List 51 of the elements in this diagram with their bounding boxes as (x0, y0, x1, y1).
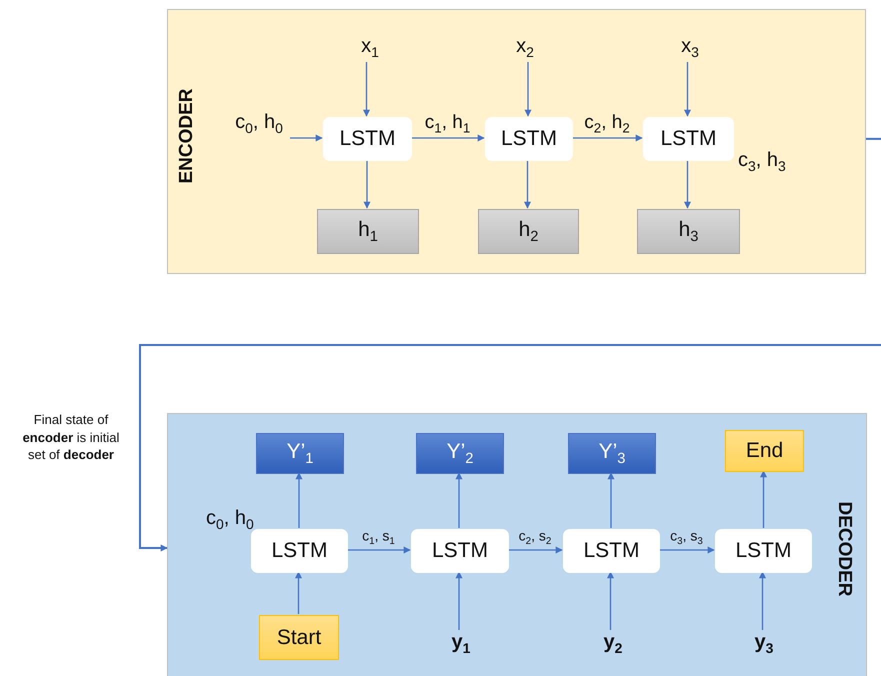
panel-heading: ENCODER (176, 88, 198, 184)
arrow (508, 546, 563, 554)
edge-label: c$_{2}$, h$_{2}$ (583, 112, 631, 135)
hidden-state-box: h$_{1}$ (317, 209, 419, 254)
input-label: y$_{2}$ (596, 631, 630, 665)
arrow (607, 571, 614, 630)
lstm-cell: LSTM (643, 117, 734, 161)
arrow (760, 470, 767, 528)
output-box: Y’$_{2}$ (416, 433, 504, 474)
arrow (347, 546, 411, 554)
arrow (524, 62, 532, 117)
arrow (295, 571, 302, 614)
edge-label: c$_{1}$, h$_{1}$ (424, 112, 472, 135)
arrow (363, 62, 370, 117)
input-label: x$_{2}$ (511, 35, 539, 63)
lstm-cell: LSTM (251, 529, 348, 573)
input-label: y$_{3}$ (747, 631, 781, 665)
state-label: c$_{3}$, h$_{3}$ (738, 149, 786, 174)
decoder-panel (167, 413, 867, 676)
arrow (296, 472, 302, 528)
lstm-cell: LSTM (411, 529, 509, 573)
arrow (759, 571, 766, 630)
arrow (608, 472, 614, 528)
end-token-box: End (725, 430, 804, 472)
arrow (411, 134, 485, 142)
arrow (139, 138, 881, 552)
output-box: Y’$_{3}$ (568, 433, 656, 474)
panel-heading: DECODER (833, 502, 855, 596)
arrow (364, 160, 370, 209)
arrow (659, 546, 715, 554)
arrow (524, 160, 531, 209)
input-label: x$_{1}$ (356, 35, 384, 63)
arrow (290, 134, 323, 142)
lstm-cell: LSTM (485, 117, 573, 161)
lstm-cell: LSTM (715, 529, 812, 573)
output-box: Y’$_{1}$ (256, 433, 344, 474)
arrow (684, 160, 691, 209)
arrow (456, 472, 462, 528)
lstm-cell: LSTM (323, 117, 412, 161)
state-label: c$_{0}$, h$_{0}$ (206, 507, 254, 532)
lstm-cell: LSTM (563, 529, 660, 573)
state-label: c$_{0}$, h$_{0}$ (227, 111, 291, 147)
arrow (684, 62, 691, 117)
start-token-box: Start (259, 615, 339, 660)
input-label: x$_{3}$ (676, 35, 704, 63)
hidden-state-box: h$_{3}$ (637, 209, 740, 254)
input-label: y$_{1}$ (444, 631, 478, 665)
hidden-state-box: h$_{2}$ (478, 209, 579, 254)
encoder-panel (167, 9, 866, 274)
arrow (456, 571, 462, 630)
arrow (572, 134, 643, 142)
